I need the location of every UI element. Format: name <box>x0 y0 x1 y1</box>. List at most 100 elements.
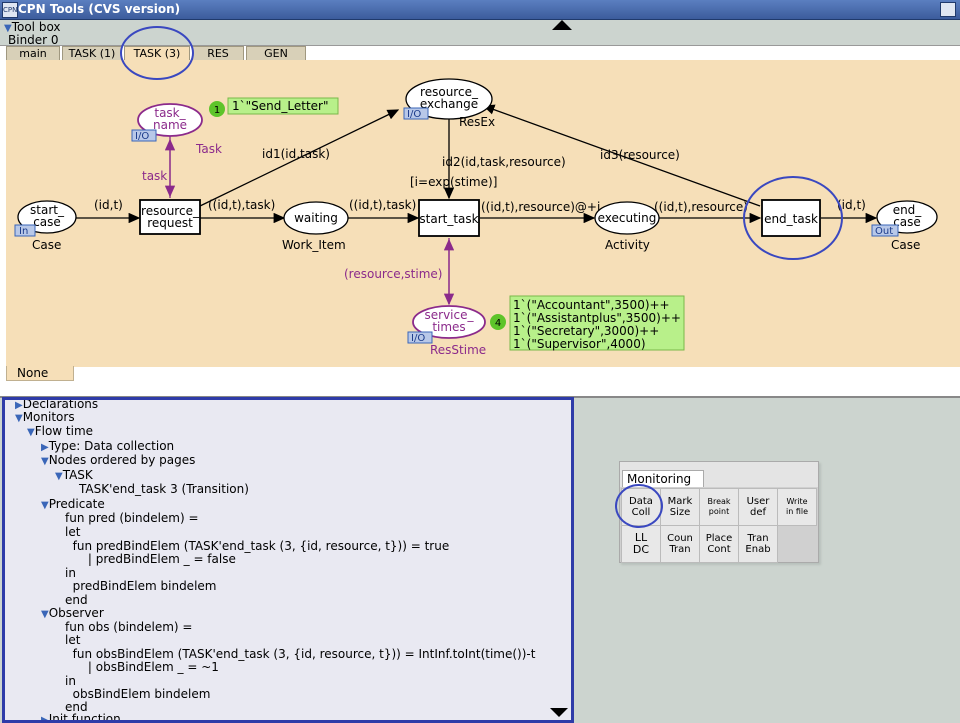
window-button[interactable] <box>940 2 956 17</box>
binder-collapse-arrow-icon[interactable] <box>552 20 572 30</box>
tree-row[interactable]: TASK'end_task 3 (Transition) <box>79 482 249 496</box>
code-line: let <box>65 633 81 647</box>
marking-service-line: 1`("Secretary",3000)++ <box>513 324 659 338</box>
annotation-circle-data-coll <box>615 484 663 528</box>
marking-task-name <box>227 97 339 115</box>
arc-label-task: task <box>142 169 167 183</box>
window-title: CPN Tools (CVS version) <box>18 2 181 16</box>
tree-toggle-icon[interactable]: ▶ <box>41 442 49 453</box>
transition-start-task-name: start_task <box>419 212 478 226</box>
arc-label-6: (id,t) <box>837 198 866 212</box>
arc-label-resource-stime: (resource,stime) <box>344 267 442 281</box>
code-line: fun obsBindElem (TASK'end_task (3, {id, … <box>65 647 536 661</box>
tree-toggle-icon[interactable]: ▼ <box>41 456 49 467</box>
place-service-times[interactable]: service_times I/O ResStime <box>407 305 486 357</box>
port-in-label: In <box>19 226 28 237</box>
place-task-name-name: task_name <box>153 106 187 132</box>
tree-toggle-icon[interactable]: ▼ <box>15 413 23 424</box>
token-count-service-times <box>490 314 506 330</box>
place-end-case[interactable]: end_case Out Case <box>871 200 938 252</box>
code-line: fun pred (bindelem) = <box>65 511 199 525</box>
arc-request-to-resource-exchange[interactable] <box>199 109 400 207</box>
code-line: | obsBindElem _ = ~1 <box>65 660 219 674</box>
port-io-label: I/O <box>135 131 149 142</box>
marking-service-times <box>509 295 685 351</box>
tab-res[interactable]: RES <box>192 46 244 60</box>
place-resource-exchange-type: ResEx <box>459 115 495 129</box>
tree-toggle-icon[interactable]: ▶ <box>41 715 49 723</box>
guard-start-task: [i=exp(stime)] <box>410 175 497 189</box>
transition-start-task[interactable]: start_task <box>418 199 480 237</box>
code-line: let <box>65 525 81 539</box>
port-out-tag <box>871 224 899 237</box>
tab-none[interactable]: None <box>6 366 74 381</box>
tree-row[interactable]: ▶Init function <box>41 712 121 723</box>
annotation-circle-end-task <box>743 176 843 260</box>
port-io-tag <box>407 331 433 344</box>
code-line: end <box>65 593 88 607</box>
place-service-times-name: service_times <box>425 308 475 334</box>
arc-label-4: ((id,t),resource)@+i <box>481 200 600 214</box>
toolbox-header[interactable]: ▼Tool box <box>4 20 61 34</box>
tree-row[interactable]: ▼Observer <box>41 606 104 620</box>
port-io-label: I/O <box>411 333 425 344</box>
binder-label: Binder 0 <box>8 33 59 47</box>
panel-scroll-arrow-icon[interactable] <box>550 708 568 717</box>
transition-resource-request-name: resource_request <box>141 204 200 230</box>
place-start-case-type: Case <box>32 238 61 252</box>
code-line: | predBindElem _ = false <box>65 552 236 566</box>
place-resource-exchange[interactable]: resource_exchange I/O ResEx <box>403 78 495 129</box>
tree-row[interactable]: ▼Monitors <box>15 410 75 424</box>
place-waiting[interactable]: waiting Work_Item <box>282 201 349 252</box>
tree-row[interactable]: ▶Declarations <box>15 397 99 411</box>
place-executing-name: executing <box>598 211 657 225</box>
token-count-service-times-label: 4 <box>495 318 501 329</box>
app-icon: CPN <box>2 2 18 18</box>
token-count-task-name-label: 1 <box>214 105 220 116</box>
tree-toggle-icon[interactable]: ▼ <box>55 471 63 482</box>
tree-row[interactable]: ▶Type: Data collection <box>41 439 175 453</box>
place-end-case-type: Case <box>891 238 920 252</box>
tree-row[interactable]: ▼Predicate <box>41 497 105 511</box>
tab-main[interactable]: main <box>6 46 60 60</box>
tab-gen[interactable]: GEN <box>246 46 306 60</box>
marking-task-name-text: 1`"Send_Letter" <box>232 99 328 113</box>
arc-label-id2: id2(id,task,resource) <box>442 155 566 169</box>
tree-row[interactable]: ▼Nodes ordered by pages <box>41 453 196 467</box>
declarations-panel: ▶Declarations ▼Monitors ▼Flow time ▶Type… <box>2 397 574 723</box>
arc-label-id3: id3(resource) <box>600 148 680 162</box>
token-count-task-name <box>209 101 225 117</box>
expand-toggle-icon[interactable]: ▼ <box>4 23 12 34</box>
port-in-tag <box>14 224 36 237</box>
place-executing[interactable]: executing Activity <box>594 201 660 252</box>
code-line: in <box>65 674 76 688</box>
arc-end-task-to-resource-exchange[interactable] <box>482 104 761 207</box>
place-start-case[interactable]: start_case In Case <box>14 200 77 252</box>
tree-row[interactable]: ▼Flow time <box>27 424 94 438</box>
arc-label-id1: id1(id,task) <box>262 147 330 161</box>
transition-resource-request[interactable]: resource_request <box>139 199 201 235</box>
arc-label-3: ((id,t),task) <box>349 198 416 212</box>
tree-toggle-icon[interactable]: ▼ <box>41 500 49 511</box>
place-end-case-name: end_case <box>893 203 923 229</box>
code-line: fun obs (bindelem) = <box>65 620 193 634</box>
marking-service-line: 1`("Accountant",3500)++ <box>513 298 670 312</box>
code-line: end <box>65 700 88 714</box>
place-task-name[interactable]: task_name I/O Task <box>131 103 222 156</box>
annotation-circle-tab <box>120 26 194 80</box>
place-task-name-type: Task <box>195 142 222 156</box>
tree-toggle-icon[interactable]: ▼ <box>27 427 35 438</box>
place-waiting-type: Work_Item <box>282 238 346 252</box>
tree-toggle-icon[interactable]: ▶ <box>15 400 23 411</box>
tree-row[interactable]: ▼TASK <box>55 468 93 482</box>
tab-task-1[interactable]: TASK (1) <box>62 46 122 60</box>
tree-toggle-icon[interactable]: ▼ <box>41 609 49 620</box>
